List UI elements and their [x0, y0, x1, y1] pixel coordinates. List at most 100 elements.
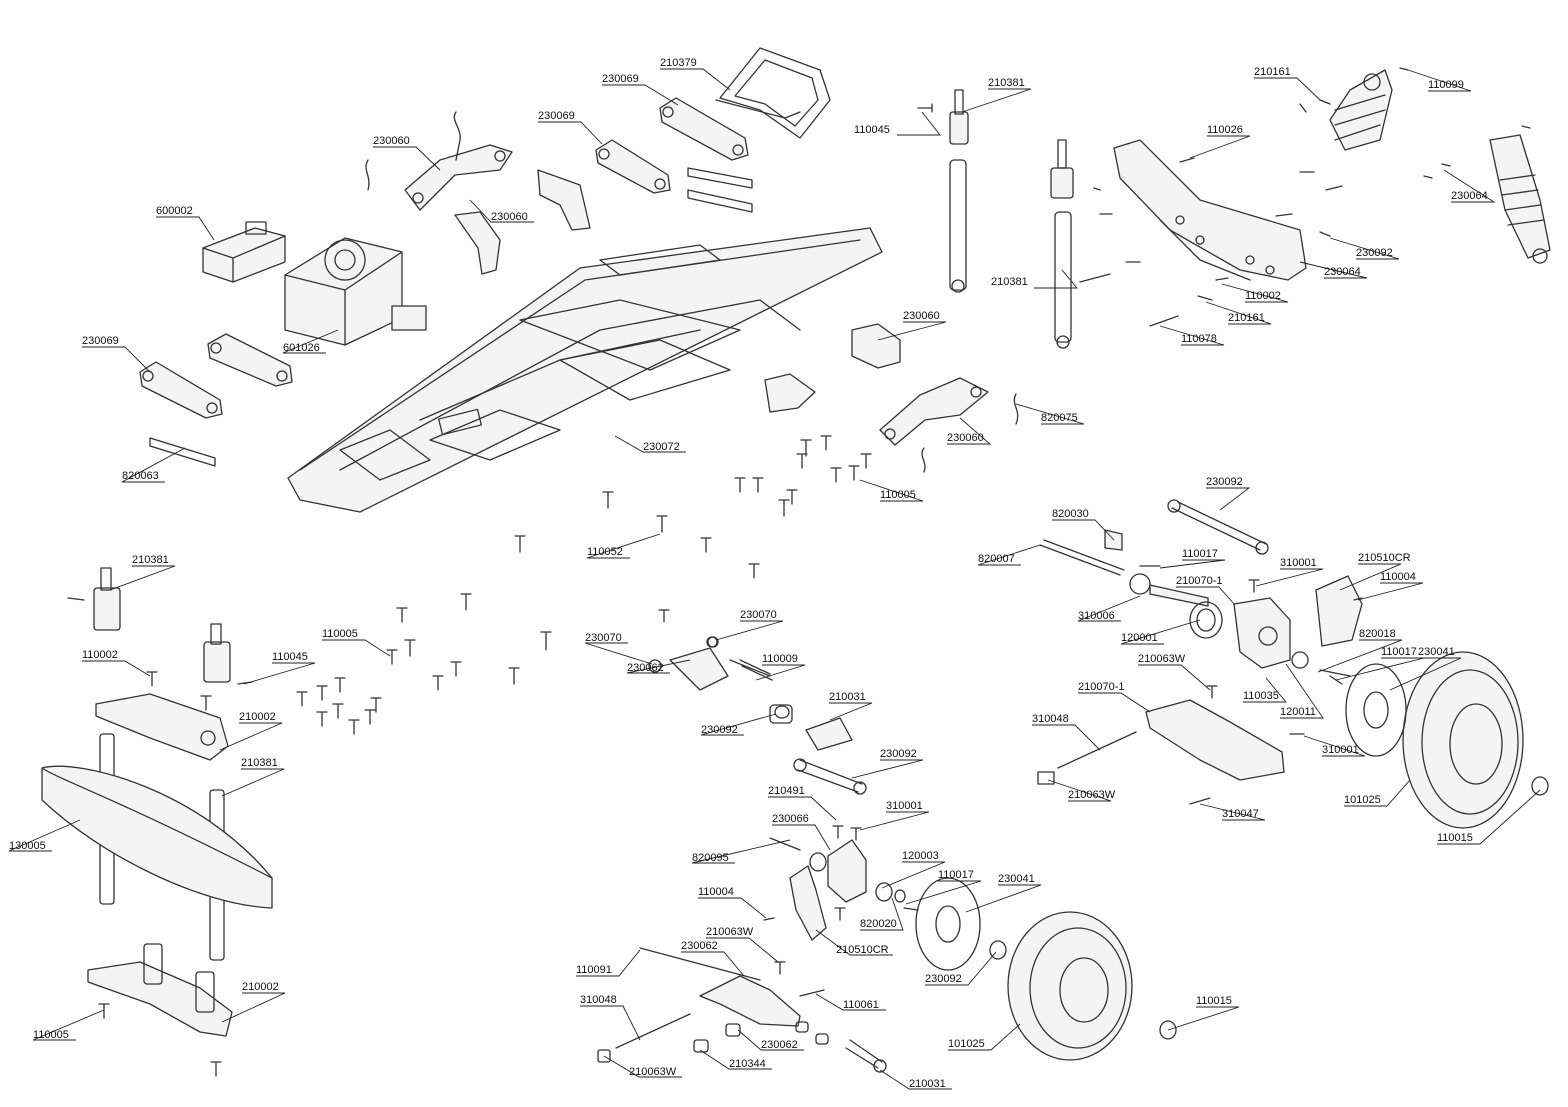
label-230066: 230066	[772, 813, 809, 825]
label-110005: 110005	[880, 489, 916, 501]
label-230062: 230062	[681, 940, 718, 952]
label-230062: 230062	[627, 662, 664, 674]
label-230069: 230069	[602, 73, 639, 85]
label-110017: 110017	[1381, 646, 1417, 658]
rear-wheel	[1319, 651, 1549, 829]
parts-art	[41, 47, 1551, 1077]
shock-absorbers	[1329, 69, 1551, 264]
label-601026: 601026	[283, 342, 320, 354]
front-bumper	[41, 693, 273, 1037]
label-210491: 210491	[768, 785, 805, 797]
front-wheel	[915, 877, 1177, 1061]
shims	[149, 167, 753, 467]
label-210510CR: 210510CR	[836, 944, 889, 956]
label-120011: 120011	[1280, 706, 1316, 718]
label-210031: 210031	[909, 1078, 946, 1090]
label-230062: 230062	[761, 1039, 798, 1051]
label-210063W: 210063W	[706, 926, 754, 938]
part-labels: 210379 230069 230069 230060 230060 60000…	[9, 57, 1488, 1090]
label-110005: 110005	[322, 628, 358, 640]
screws	[67, 67, 1531, 1077]
label-101025: 101025	[948, 1038, 985, 1050]
label-230064: 230064	[1324, 266, 1361, 278]
label-230069: 230069	[82, 335, 119, 347]
label-310048: 310048	[1032, 713, 1069, 725]
label-600002: 600002	[156, 205, 193, 217]
label-110009: 110009	[762, 653, 798, 665]
body-clips	[365, 111, 1019, 473]
front-steering	[648, 636, 906, 941]
suspension-mounts	[139, 97, 749, 419]
label-110026: 110026	[1207, 124, 1243, 136]
label-210381: 210381	[991, 276, 1028, 288]
label-230069: 230069	[538, 110, 575, 122]
label-820007: 820007	[978, 553, 1015, 565]
label-210161: 210161	[1254, 66, 1291, 78]
label-210002: 210002	[239, 711, 276, 723]
label-110017: 110017	[1182, 548, 1218, 560]
label-820063: 820063	[122, 470, 159, 482]
label-110015: 110015	[1196, 995, 1232, 1007]
carry-handle	[715, 47, 831, 139]
label-110045: 110045	[272, 651, 308, 663]
label-310001: 310001	[1280, 557, 1317, 569]
label-310006: 310006	[1078, 610, 1115, 622]
label-230070: 230070	[585, 632, 622, 644]
label-230060: 230060	[491, 211, 528, 223]
label-820030: 820030	[1052, 508, 1089, 520]
label-230092: 230092	[1206, 476, 1243, 488]
label-310001: 310001	[1322, 744, 1359, 756]
label-230060: 230060	[903, 310, 940, 322]
label-210381: 210381	[988, 77, 1025, 89]
label-110002: 110002	[82, 649, 118, 661]
label-120001: 120001	[1121, 632, 1158, 644]
label-210063W: 210063W	[629, 1066, 677, 1078]
label-120003: 120003	[902, 850, 939, 862]
label-110061: 110061	[843, 999, 879, 1011]
label-310048: 310048	[580, 994, 617, 1006]
label-230064: 230064	[1451, 190, 1488, 202]
rear-suspension	[1037, 499, 1363, 785]
label-210063W: 210063W	[1138, 653, 1186, 665]
label-230092: 230092	[701, 724, 738, 736]
label-110004: 110004	[698, 886, 734, 898]
label-230060: 230060	[947, 432, 984, 444]
label-210161: 210161	[1228, 312, 1265, 324]
label-230092: 230092	[1356, 247, 1393, 259]
label-210002: 210002	[242, 981, 279, 993]
label-110002: 110002	[1245, 290, 1281, 302]
label-820020: 820020	[860, 918, 897, 930]
label-230092: 230092	[880, 748, 917, 760]
label-110005: 110005	[33, 1029, 69, 1041]
label-210031: 210031	[829, 691, 866, 703]
label-110004: 110004	[1380, 571, 1416, 583]
label-210063W: 210063W	[1068, 789, 1116, 801]
speed-controller	[284, 237, 427, 346]
label-230041: 230041	[1418, 646, 1455, 658]
label-130005: 130005	[9, 840, 46, 852]
label-210070-1: 210070-1	[1078, 681, 1125, 693]
label-210510CR: 210510CR	[1358, 552, 1411, 564]
label-230060: 230060	[373, 135, 410, 147]
label-820018: 820018	[1359, 628, 1396, 640]
label-110052: 110052	[587, 546, 623, 558]
label-110015: 110015	[1437, 832, 1473, 844]
label-230041: 230041	[998, 873, 1035, 885]
label-230072: 230072	[643, 441, 680, 453]
label-820075: 820075	[1041, 412, 1078, 424]
label-101025: 101025	[1344, 794, 1381, 806]
label-230070: 230070	[740, 609, 777, 621]
label-310047: 310047	[1222, 808, 1259, 820]
bulkheads	[404, 144, 989, 446]
label-110078: 110078	[1181, 333, 1217, 345]
label-110099: 110099	[1428, 79, 1464, 91]
label-230092: 230092	[925, 973, 962, 985]
label-210344: 210344	[729, 1058, 766, 1070]
front-shock-tower	[1113, 139, 1307, 281]
label-210381: 210381	[241, 757, 278, 769]
label-210070-1: 210070-1	[1176, 575, 1223, 587]
label-110091: 110091	[576, 964, 612, 976]
label-110017: 110017	[938, 869, 974, 881]
label-820095: 820095	[692, 852, 729, 864]
